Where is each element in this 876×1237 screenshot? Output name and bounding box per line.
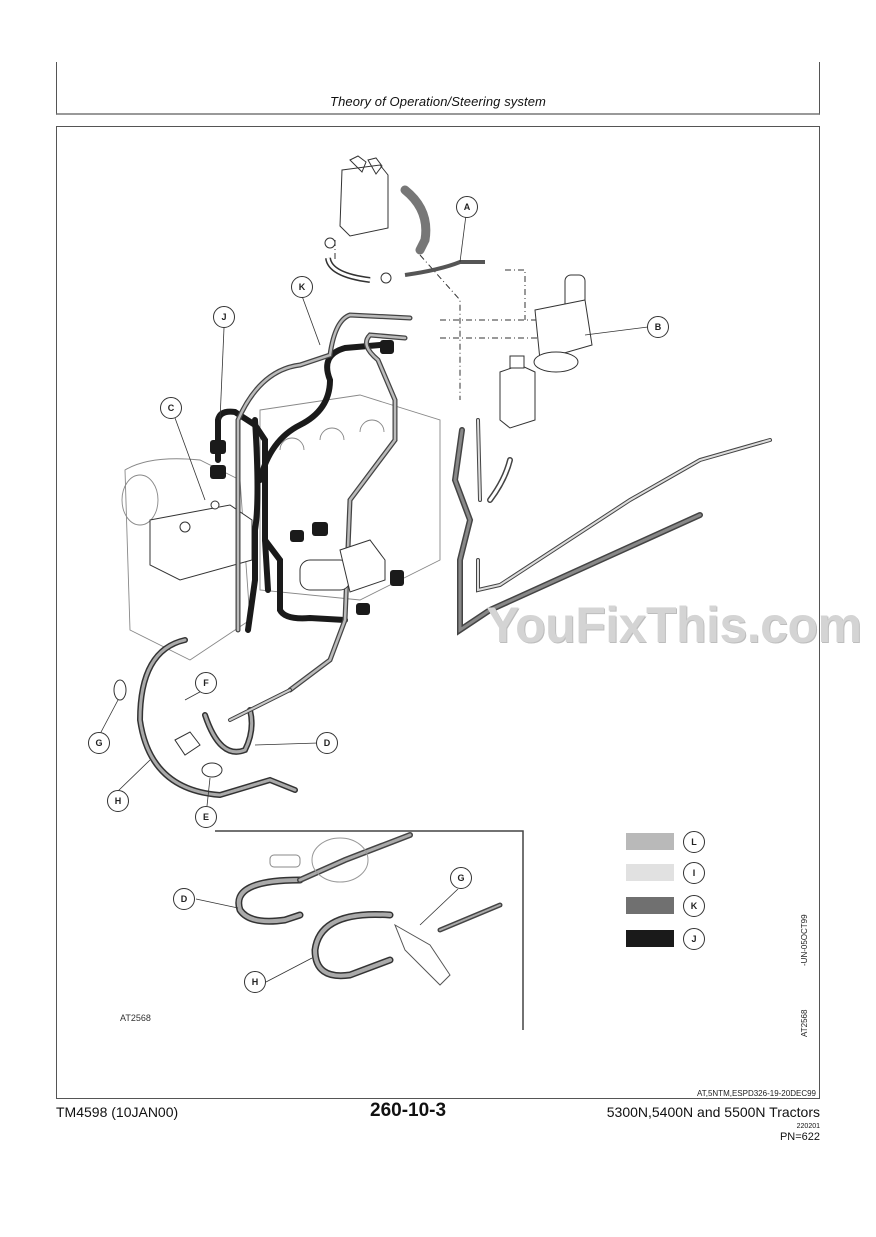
legend-swatch-j	[626, 930, 674, 947]
legend-swatch-i	[626, 864, 674, 881]
callout-e: E	[195, 806, 217, 828]
reference-code: AT,5NTM,ESPD326-19-20DEC99	[696, 1089, 816, 1098]
page-header: Theory of Operation/Steering system	[56, 62, 820, 115]
callout-f: F	[195, 672, 217, 694]
callout-j: J	[213, 306, 235, 328]
inset-callout-g: G	[450, 867, 472, 889]
callout-g: G	[88, 732, 110, 754]
callout-d: D	[316, 732, 338, 754]
legend-label-i: I	[683, 862, 705, 884]
legend-swatch-k	[626, 897, 674, 914]
legend-label-j: J	[683, 928, 705, 950]
callout-k: K	[291, 276, 313, 298]
legend-label-k: K	[683, 895, 705, 917]
inset-callout-d: D	[173, 888, 195, 910]
print-date: 220201	[796, 1123, 820, 1130]
inset-callout-h: H	[244, 971, 266, 993]
product-name: 5300N,5400N and 5500N Tractors	[606, 1104, 820, 1120]
callout-b: B	[647, 316, 669, 338]
manual-id: TM4598 (10JAN00)	[56, 1104, 179, 1120]
figure-frame	[56, 126, 820, 1099]
pn-code: PN=622	[779, 1131, 820, 1143]
vertical-figure-id: AT2568	[800, 1009, 809, 1037]
legend-label-l: L	[683, 831, 705, 853]
inset-figure-id: AT2568	[120, 1013, 151, 1023]
legend-swatch-l	[626, 833, 674, 850]
section-title: Theory of Operation/Steering system	[330, 94, 546, 109]
callout-a: A	[456, 196, 478, 218]
callout-c: C	[160, 397, 182, 419]
watermark: YouFixThis.com	[486, 597, 862, 653]
vertical-date-code: -UN-05OCT99	[800, 914, 809, 966]
page-number: 260-10-3	[370, 1100, 447, 1121]
callout-h: H	[107, 790, 129, 812]
